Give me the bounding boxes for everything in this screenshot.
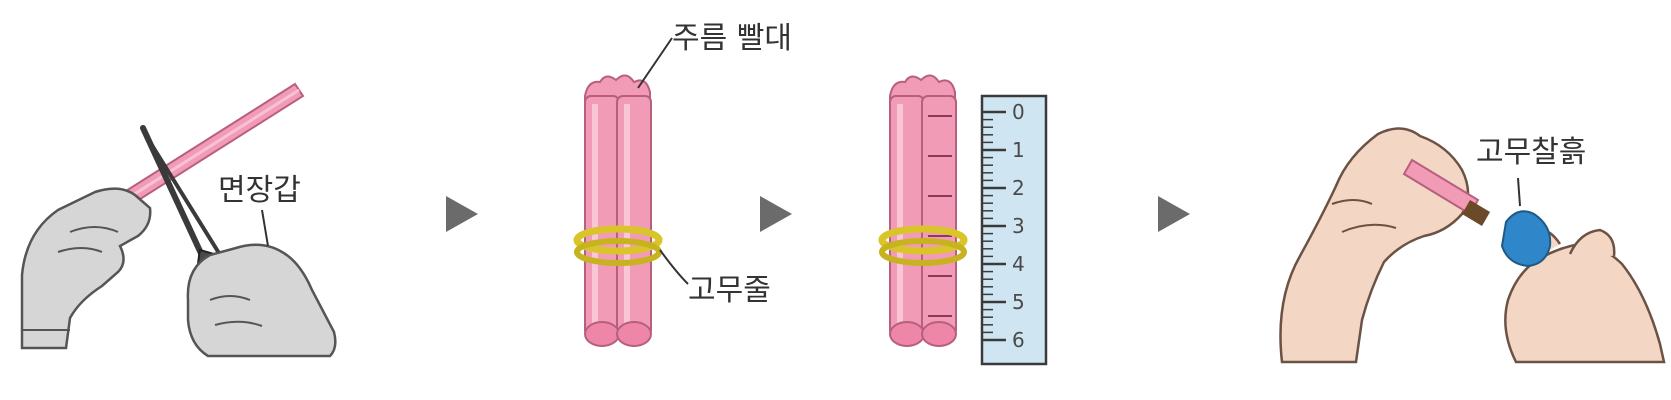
wrinkled-straw-label: 주름 빨대 [672,21,792,56]
ruler-tick-label: 2 [1012,176,1025,200]
step-arrow-3-icon [1158,196,1190,232]
left-glove-hand [20,187,152,350]
pen-marks [928,115,952,317]
ruler-tick-label: 4 [1012,252,1025,276]
step-arrow-1-icon [446,196,478,232]
rubber-band [573,225,663,266]
blue-clay [1500,210,1552,268]
rubber-band [878,225,968,266]
straw-column [584,95,620,337]
rubber-band-label: 고무줄 [688,273,771,308]
ruler-tick-label: 1 [1012,138,1025,162]
straw-column [616,95,652,337]
step3-bundle-with-ruler: 0 1 2 3 4 5 6 [878,74,1048,366]
right-glove-hand [186,243,337,358]
step-arrow-2-icon [760,196,792,232]
straw-column [889,95,925,337]
ruler-tick-label: 3 [1012,214,1025,238]
step1-cutting-straw: 면장갑 [20,82,337,358]
ruler-tick-label: 0 [1012,100,1025,124]
ruler: 0 1 2 3 4 5 6 [980,94,1048,366]
step4-sealing-with-clay: 고무찰흙 [1279,127,1666,364]
gloves-label: 면장갑 [218,173,301,208]
clay-leader-line [1517,177,1521,207]
step2-straw-bundle: 주름 빨대 고무줄 [573,21,792,347]
ruler-tick-label: 5 [1012,290,1025,314]
ruler-tick-label: 6 [1012,328,1025,352]
left-hand [1279,127,1470,364]
ruler-ticks: 0 1 2 3 4 5 6 [982,100,1025,352]
short-straw [1402,158,1490,226]
straw-leader-line [637,37,673,89]
gloves-leader-line [261,209,269,247]
rubber-clay-label: 고무찰흙 [1476,135,1586,170]
straw-column [921,95,957,337]
band-leader-line [659,249,689,285]
